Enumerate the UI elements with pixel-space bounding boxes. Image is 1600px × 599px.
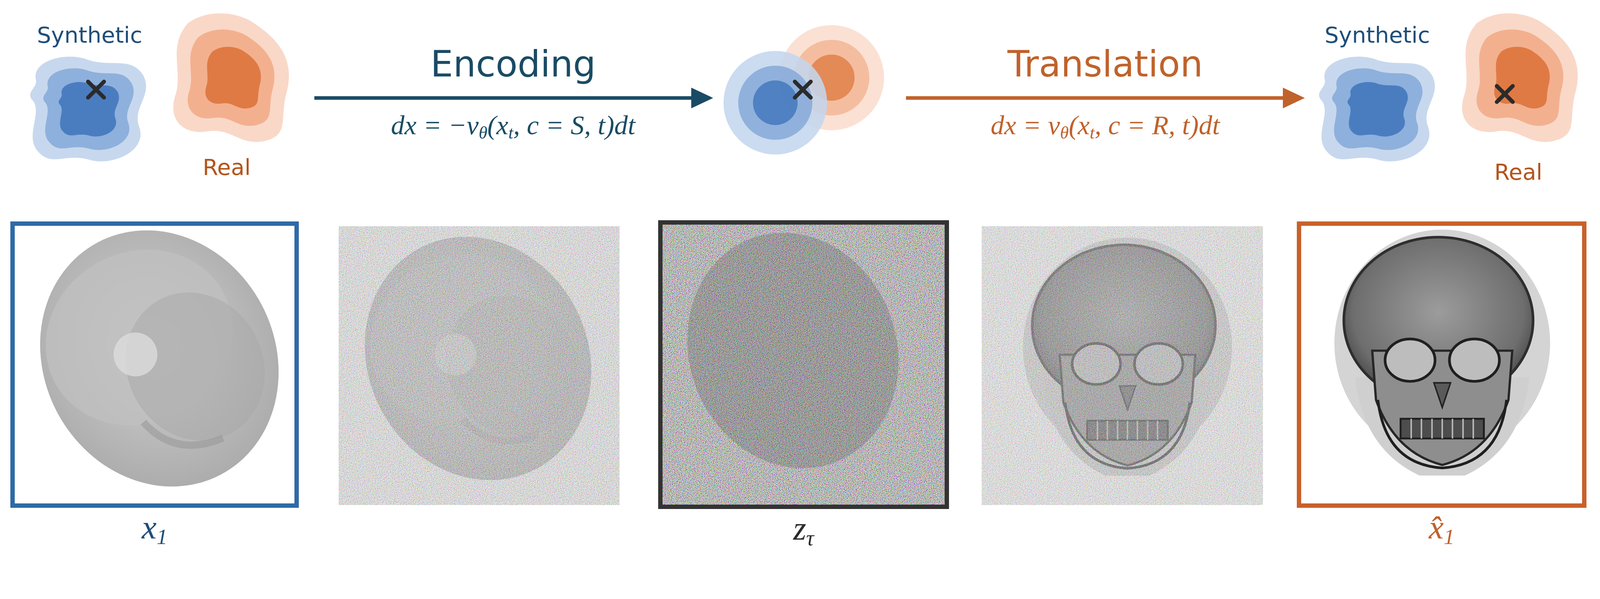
- synthetic-distribution: [1319, 56, 1436, 162]
- step-title: Encoding: [430, 44, 597, 84]
- arrowhead: [691, 87, 714, 109]
- translated-xray: [1296, 221, 1587, 508]
- latent-image-frame: zτ: [658, 220, 950, 510]
- domain-label: Synthetic: [37, 22, 143, 48]
- latent-gaussians: [723, 25, 885, 155]
- image-caption: x̂1: [1428, 509, 1455, 550]
- source-image-frame: x1: [10, 221, 299, 508]
- domain-label: Synthetic: [1324, 22, 1430, 48]
- latent-noise: [654, 202, 950, 510]
- domain-label: Real: [202, 154, 251, 180]
- noisy-image: [981, 226, 1263, 506]
- sample-mark: [1496, 86, 1513, 102]
- real-distribution: [173, 13, 289, 143]
- image-caption: x1: [141, 509, 168, 550]
- synthetic-xray: [0, 188, 324, 529]
- sample-mark: [794, 81, 811, 98]
- equation: dx = −vθ(xt, c = S, t)dt: [390, 110, 636, 144]
- output-image-frame: x̂1: [1296, 221, 1587, 508]
- domain-label: Real: [1494, 159, 1543, 185]
- sample-mark: [88, 81, 104, 98]
- image-caption: zτ: [793, 510, 814, 551]
- real-distribution: [1462, 13, 1578, 143]
- translation-arrow: [905, 96, 1287, 100]
- arrowhead: [1282, 87, 1305, 109]
- noisy-image: [322, 196, 634, 521]
- step-title: Translation: [1007, 44, 1203, 84]
- encoding-arrow: [314, 96, 696, 100]
- synthetic-distribution: [30, 56, 147, 162]
- equation: dx = vθ(xt, c = R, t)dt: [990, 110, 1220, 144]
